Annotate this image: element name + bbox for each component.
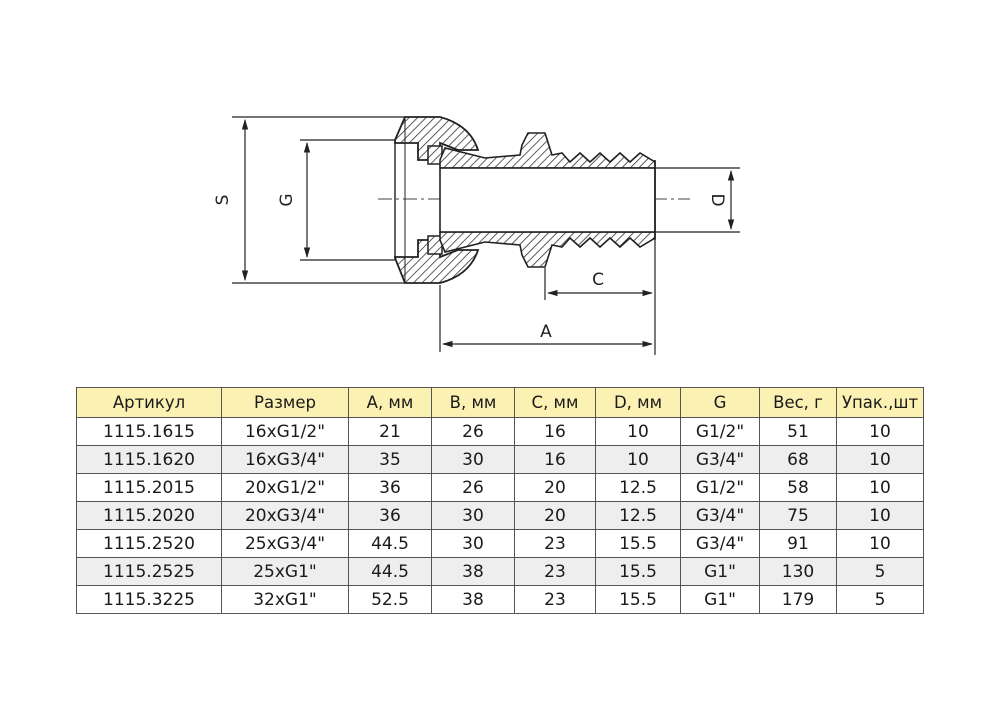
cell: 16 — [514, 445, 596, 474]
dimension-c — [544, 240, 656, 355]
cell: 16 — [514, 417, 596, 446]
table-header-row: Артикул Размер A, мм B, мм C, мм D, мм G… — [76, 387, 924, 418]
cell: 10 — [595, 417, 681, 446]
cell: G3/4" — [680, 529, 760, 558]
cell: 52.5 — [348, 585, 432, 614]
cell: 58 — [759, 473, 837, 502]
cell: 35 — [348, 445, 432, 474]
table-row: 1115.3225 32xG1" 52.5 38 23 15.5 G1" 179… — [76, 585, 924, 614]
cell: 91 — [759, 529, 837, 558]
cell: 38 — [431, 585, 515, 614]
spec-table: Артикул Размер A, мм B, мм C, мм D, мм G… — [76, 387, 924, 614]
cell: 21 — [348, 417, 432, 446]
cell: 30 — [431, 501, 515, 530]
cell: 23 — [514, 557, 596, 586]
cell: 30 — [431, 529, 515, 558]
cell: 75 — [759, 501, 837, 530]
cell: 10 — [836, 417, 924, 446]
cell: G3/4" — [680, 501, 760, 530]
nut-section — [394, 116, 480, 284]
cell: 20 — [514, 501, 596, 530]
cell: G1" — [680, 585, 760, 614]
header-weight: Вес, г — [759, 387, 837, 418]
cell: 44.5 — [348, 529, 432, 558]
header-pack: Упак.,шт — [836, 387, 924, 418]
cell: 1115.1620 — [76, 445, 222, 474]
cell: G1" — [680, 557, 760, 586]
cell: 15.5 — [595, 557, 681, 586]
fitting-drawing: S G D C A — [213, 116, 740, 355]
dimension-s — [232, 116, 405, 284]
cell: 38 — [431, 557, 515, 586]
cell: 1115.2015 — [76, 473, 222, 502]
cell: 32xG1" — [221, 585, 349, 614]
cell: 1115.2525 — [76, 557, 222, 586]
header-a: A, мм — [348, 387, 432, 418]
cell: 26 — [431, 417, 515, 446]
cell: 44.5 — [348, 557, 432, 586]
cell: G1/2" — [680, 417, 760, 446]
label-a: A — [540, 322, 552, 342]
header-g: G — [680, 387, 760, 418]
cell: 1115.1615 — [76, 417, 222, 446]
cell: 1115.3225 — [76, 585, 222, 614]
header-b: B, мм — [431, 387, 515, 418]
cell: 30 — [431, 445, 515, 474]
cell: 25xG1" — [221, 557, 349, 586]
cell: G3/4" — [680, 445, 760, 474]
cell: 16xG3/4" — [221, 445, 349, 474]
cell: 10 — [836, 529, 924, 558]
cell: 179 — [759, 585, 837, 614]
cell: 12.5 — [595, 473, 681, 502]
cell: 25xG3/4" — [221, 529, 349, 558]
cell: 16xG1/2" — [221, 417, 349, 446]
cell: 12.5 — [595, 501, 681, 530]
label-c: C — [592, 270, 604, 290]
cell: 15.5 — [595, 529, 681, 558]
cell: 10 — [836, 473, 924, 502]
cell: 15.5 — [595, 585, 681, 614]
table-row: 1115.2520 25xG3/4" 44.5 30 23 15.5 G3/4"… — [76, 529, 924, 558]
cell: 20xG3/4" — [221, 501, 349, 530]
cell: 5 — [836, 585, 924, 614]
cell: 1115.2020 — [76, 501, 222, 530]
cell: 36 — [348, 473, 432, 502]
barbed-body-section — [439, 132, 656, 268]
cell: 1115.2520 — [76, 529, 222, 558]
cell: G1/2" — [680, 473, 760, 502]
label-g: G — [277, 193, 297, 206]
cell: 20 — [514, 473, 596, 502]
cell: 23 — [514, 529, 596, 558]
cell: 20xG1/2" — [221, 473, 349, 502]
label-s: S — [213, 195, 233, 206]
table-row: 1115.1615 16xG1/2" 21 26 16 10 G1/2" 51 … — [76, 417, 924, 446]
dimension-a — [439, 285, 654, 352]
cell: 36 — [348, 501, 432, 530]
cell: 23 — [514, 585, 596, 614]
label-d: D — [707, 193, 727, 206]
cell: 51 — [759, 417, 837, 446]
header-article: Артикул — [76, 387, 222, 418]
dimension-g — [300, 139, 395, 261]
cell: 10 — [595, 445, 681, 474]
cell: 10 — [836, 501, 924, 530]
table-row: 1115.1620 16xG3/4" 35 30 16 10 G3/4" 68 … — [76, 445, 924, 474]
cell: 26 — [431, 473, 515, 502]
table-row: 1115.2525 25xG1" 44.5 38 23 15.5 G1" 130… — [76, 557, 924, 586]
cell: 10 — [836, 445, 924, 474]
cell: 130 — [759, 557, 837, 586]
table-row: 1115.2020 20xG3/4" 36 30 20 12.5 G3/4" 7… — [76, 501, 924, 530]
header-d: D, мм — [595, 387, 681, 418]
header-size: Размер — [221, 387, 349, 418]
cell: 5 — [836, 557, 924, 586]
table-row: 1115.2015 20xG1/2" 36 26 20 12.5 G1/2" 5… — [76, 473, 924, 502]
header-c: C, мм — [514, 387, 596, 418]
cell: 68 — [759, 445, 837, 474]
dimension-d — [655, 167, 740, 233]
